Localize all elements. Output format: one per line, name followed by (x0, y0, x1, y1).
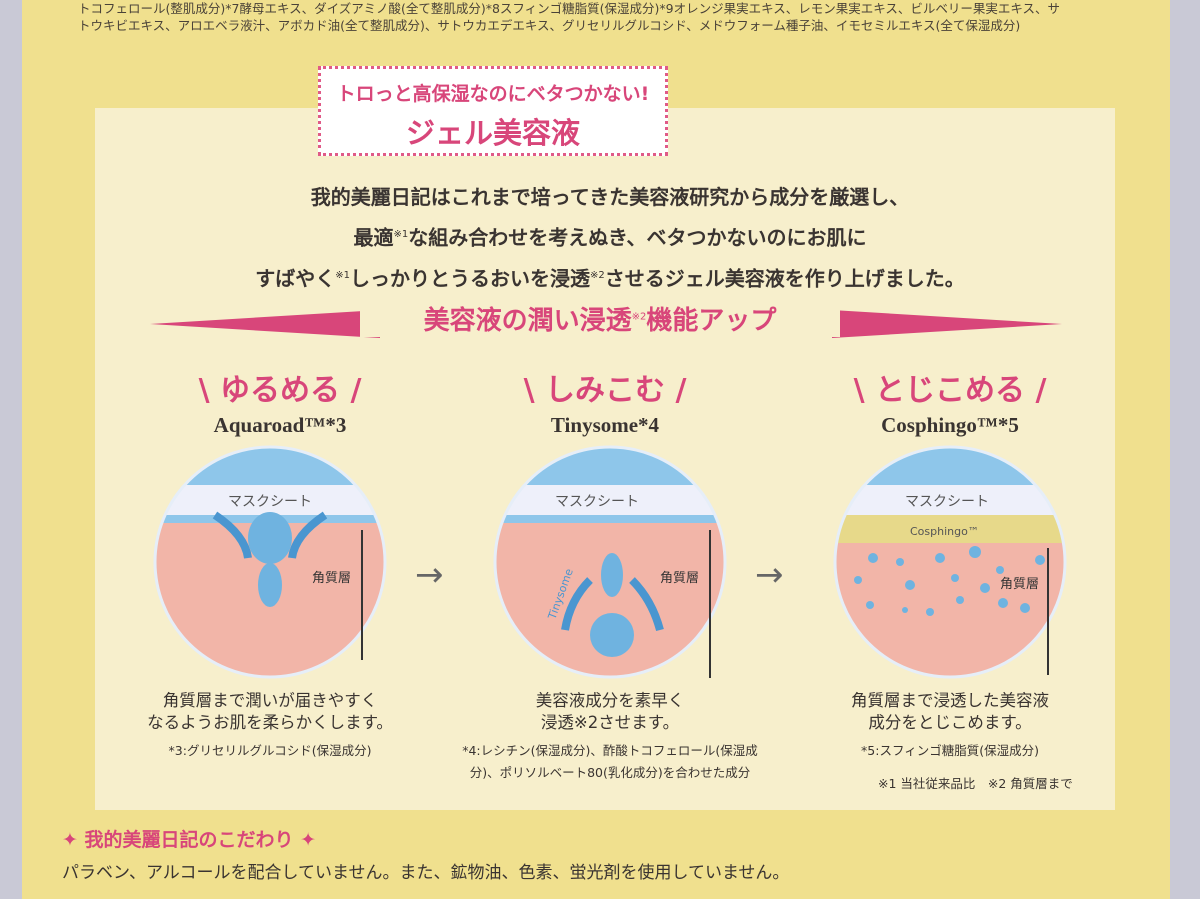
step-description: 角質層まで浸透した美容液成分をとじこめます。 *5:スフィンゴ糖脂質(保湿成分) (790, 690, 1110, 762)
step-ingredient: Cosphingo™*5 (881, 413, 1019, 437)
step-ingredient: Tinysome*4 (550, 413, 660, 437)
commitment-text: パラベン、アルコールを配合していません。また、鉱物油、色素、蛍光剤を使用していま… (62, 863, 790, 883)
intro-line: 我的美麗日記はこれまで培ってきた美容液研究から成分を厳選し、 (310, 185, 910, 209)
arrow-right-icon: → (415, 555, 444, 595)
step-lock: \ とじこめる / Cosphingo™*5 (800, 365, 1100, 438)
step-loosen: \ ゆるめる / Aquaroad™*3 (130, 365, 430, 438)
intro-text: 我的美麗日記はこれまで培ってきた美容液研究から成分を厳選し、 最適※1な組み合わ… (150, 178, 1070, 297)
step-penetrate: \ しみこむ / Tinysome*4 (455, 365, 755, 438)
diagrams: マスクシート 角質層 マスクシート Tinysome 角質層 マスクシート Co… (153, 445, 1067, 679)
ingredients-list: トコフェロール(整肌成分)*7酵母エキス、ダイズアミノ酸(全て整肌成分)*8スフ… (78, 0, 1178, 34)
svg-text:角質層: 角質層 (312, 571, 351, 586)
step-heading: \ しみこむ / (523, 373, 687, 408)
footnote: *3:グリセリルグルコシド(保湿成分) (168, 743, 372, 758)
footnote: *4:レシチン(保湿成分)、酢酸トコフェロール(保湿成分)、ポリソルベート80(… (462, 743, 758, 780)
reference-notes: ※1 当社従来品比 ※2 角質層まで (878, 776, 1073, 791)
svg-text:角質層: 角質層 (1000, 577, 1039, 592)
headline-subtitle: トロっと高保湿なのにベタつかない! (336, 83, 650, 105)
step-ingredient: Aquaroad™*3 (213, 413, 347, 437)
ingredients-line: トコフェロール(整肌成分)*7酵母エキス、ダイズアミノ酸(全て整肌成分)*8スフ… (78, 1, 1060, 16)
step-heading: \ ゆるめる / (198, 373, 362, 408)
commitment-title: ✦ 我的美麗日記のこだわり ✦ (62, 829, 317, 851)
svg-text:マスクシート: マスクシート (228, 494, 312, 510)
section-title: 美容液の潤い浸透※2機能アップ (360, 300, 840, 337)
headline-title: ジェル美容液 (405, 116, 580, 150)
svg-text:マスクシート: マスクシート (905, 494, 989, 510)
svg-text:角質層: 角質層 (660, 571, 699, 586)
arrow-right-icon: → (755, 555, 784, 595)
diagram-tinysome: マスクシート Tinysome (495, 447, 725, 677)
intro-line: 最適※1な組み合わせを考えぬき、ベタつかないのにお肌に (353, 225, 867, 250)
ingredients-line: トウキビエキス、アロエベラ液汁、アボカド油(全て整肌成分)、サトウカエデエキス、… (78, 18, 1021, 33)
svg-text:Cosphingo™: Cosphingo™ (910, 525, 979, 538)
section-band (150, 310, 1062, 338)
diagram-aquaroad: マスクシート (155, 447, 385, 677)
svg-text:マスクシート: マスクシート (555, 494, 639, 510)
diagram-cosphingo: マスクシート Cosphingo™ (835, 447, 1065, 677)
step-description: 美容液成分を素早く浸透※2させます。 *4:レシチン(保湿成分)、酢酸トコフェロ… (450, 690, 770, 784)
step-heading: \ とじこめる / (853, 373, 1047, 408)
step-description: 角質層まで潤いが届きやすくなるようお肌を柔らかくします。 *3:グリセリルグルコ… (110, 690, 430, 762)
footnote: *5:スフィンゴ糖脂質(保湿成分) (861, 743, 1039, 758)
intro-line: すばやく※1しっかりとうるおいを浸透※2させるジェル美容液を作り上げました。 (255, 266, 965, 291)
headline-banner: トロっと高保湿なのにベタつかない! ジェル美容液 (318, 66, 668, 156)
